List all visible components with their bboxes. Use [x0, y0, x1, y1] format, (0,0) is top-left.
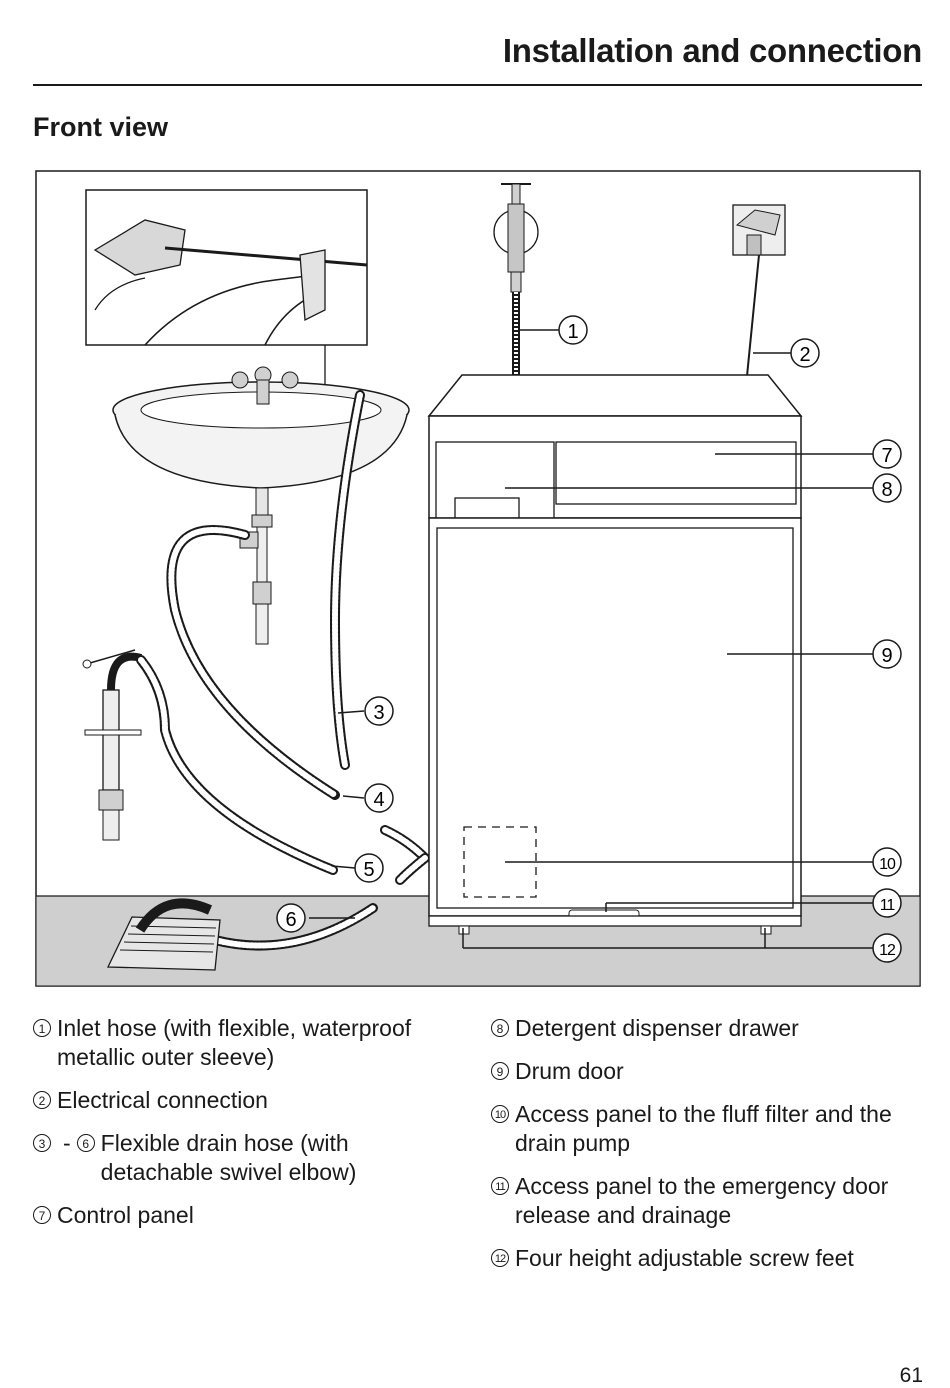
leader-lines — [309, 329, 873, 949]
callout-3: 3 — [364, 696, 394, 726]
svg-text:4: 4 — [373, 789, 384, 811]
sink — [112, 366, 410, 645]
callout-4: 4 — [364, 783, 394, 813]
legend-text: Control panel — [57, 1202, 194, 1228]
callout-6: 6 — [276, 903, 306, 933]
page-number: 61 — [899, 1364, 923, 1387]
number-badge: 6 — [76, 1134, 95, 1152]
inset-detail — [85, 189, 368, 346]
legend-text: Drum door — [515, 1058, 624, 1084]
svg-text:1: 1 — [567, 321, 578, 343]
legend-item-3-6: 3 - 6 Flexible drain hose (with detachab… — [33, 1129, 453, 1187]
number-badge: 9 — [491, 1062, 509, 1080]
header-rule — [33, 84, 922, 86]
header-title: Installation and connection — [502, 32, 922, 69]
callout-8: 8 — [872, 473, 902, 503]
svg-text:5: 5 — [363, 859, 374, 881]
callout-7: 7 — [872, 439, 902, 469]
callout-1: 1 — [558, 315, 588, 345]
legend-item-2: 2 Electrical connection — [33, 1086, 453, 1115]
number-badge: 8 — [491, 1019, 509, 1037]
legend-text: Four height adjustable screw feet — [515, 1245, 854, 1271]
svg-text:3: 3 — [373, 702, 384, 724]
legend-item-10: 10 Access panel to the fluff filter and … — [491, 1100, 931, 1158]
svg-text:8: 8 — [881, 479, 892, 501]
callout-11: 11 — [872, 888, 902, 918]
legend-text: Flexible drain hose (with detachable swi… — [100, 1130, 357, 1185]
legend-left: 1 Inlet hose (with flexible, waterproof … — [33, 1014, 453, 1244]
water-tap — [493, 183, 539, 375]
power-socket — [732, 204, 786, 377]
number-badge: 3 — [33, 1134, 51, 1152]
drain-hose — [136, 390, 430, 951]
standpipe — [82, 649, 143, 841]
section-title: Front view — [33, 112, 169, 142]
svg-text:6: 6 — [285, 909, 296, 931]
floor-drain — [106, 898, 221, 971]
number-badge: 7 — [33, 1206, 51, 1224]
legend-text: Inlet hose (with flexible, waterproof me… — [57, 1015, 412, 1070]
legend-item-11: 11 Access panel to the emergency door re… — [491, 1172, 931, 1230]
svg-text:11: 11 — [880, 897, 896, 914]
legend-text: Detergent dispenser drawer — [515, 1015, 799, 1041]
legend-item-8: 8 Detergent dispenser drawer — [491, 1014, 931, 1043]
number-badge: 11 — [491, 1177, 509, 1195]
callout-9: 9 — [872, 639, 902, 669]
callout-10: 10 — [872, 847, 902, 877]
svg-text:9: 9 — [881, 645, 892, 667]
range-separator: - — [63, 1130, 71, 1156]
number-badge: 10 — [491, 1105, 509, 1123]
legend-item-7: 7 Control panel — [33, 1201, 453, 1230]
number-badge: 12 — [491, 1249, 509, 1267]
svg-text:10: 10 — [879, 856, 896, 873]
number-badge: 2 — [33, 1091, 51, 1109]
legend-right: 8 Detergent dispenser drawer 9 Drum door… — [491, 1014, 931, 1287]
svg-text:12: 12 — [879, 942, 896, 959]
legend-text: Access panel to the fluff filter and the… — [515, 1101, 892, 1156]
washing-machine — [427, 374, 803, 935]
svg-text:2: 2 — [799, 344, 810, 366]
callout-5: 5 — [354, 853, 384, 883]
number-badge: 1 — [33, 1019, 51, 1037]
legend-text: Access panel to the emergency door relea… — [515, 1173, 889, 1228]
legend-text: Electrical connection — [57, 1087, 268, 1113]
legend-item-12: 12 Four height adjustable screw feet — [491, 1244, 931, 1273]
front-view-figure: 1 2 3 4 5 6 7 8 — [35, 170, 921, 987]
legend-item-9: 9 Drum door — [491, 1057, 931, 1086]
svg-text:7: 7 — [881, 445, 892, 467]
legend-item-1: 1 Inlet hose (with flexible, waterproof … — [33, 1014, 453, 1072]
callout-12: 12 — [872, 933, 902, 963]
callout-2: 2 — [790, 338, 820, 368]
